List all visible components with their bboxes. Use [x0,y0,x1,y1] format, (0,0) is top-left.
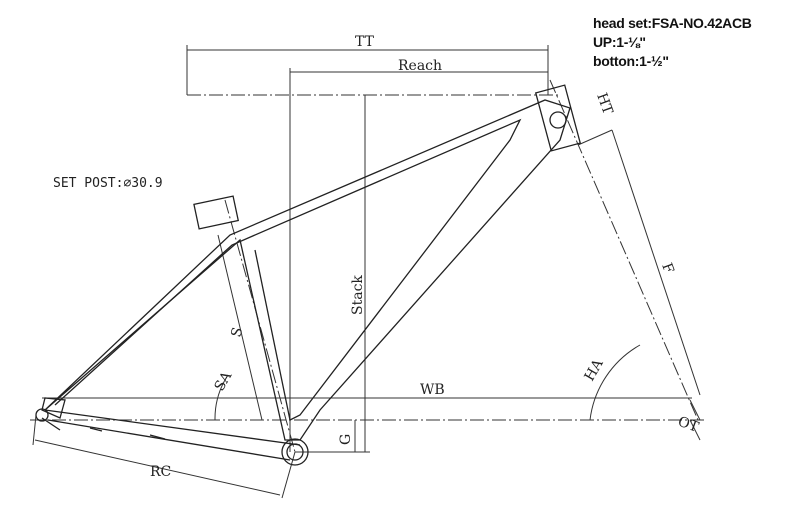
bottom-bracket-outer [281,438,309,466]
ht-label: HT [593,91,616,117]
headset-model: head set:FSA-NO.42ACB [593,15,752,31]
sa-arc [214,374,229,421]
headset-lower-size: botton:1-½" [593,53,669,69]
rear-dropout [41,397,66,419]
seat-collar [193,195,240,230]
f-dimension [577,129,701,396]
rc-dimension [32,414,296,499]
wb-label: WB [420,382,445,398]
stack-label: Stack [350,275,366,315]
s-dimension [217,234,263,421]
head-tube [534,84,582,152]
headset-bearing [549,111,567,129]
reach-dimension [289,68,548,452]
rear-axle [35,408,49,422]
f-label: F [658,261,676,276]
chainstay-details [89,427,166,440]
ot-label: OT [676,414,702,436]
g-dimension [295,420,370,453]
bottom-bracket-inner [286,443,304,461]
frame [35,84,582,466]
ha-label: HA [582,356,607,384]
steering-axis [549,79,699,421]
s-label: S [228,326,246,339]
frame-inner-outline [54,118,522,421]
frame-outline [44,99,571,441]
seatpost-spec: SET POST:⌀30.9 [53,176,163,191]
ha-arc [589,344,641,421]
sa-label: SA [212,368,236,394]
ot-dimension [689,399,701,441]
rc-label: RC [150,464,171,480]
g-label: G [338,434,354,445]
tt-label: TT [355,34,375,50]
tt-dimension [186,45,549,95]
headset-spec: head set:FSA-NO.42ACB UP:1-⅛" botton:1-½… [593,14,752,71]
headset-upper-size: UP:1-⅛" [593,34,646,50]
reach-label: Reach [398,58,442,74]
